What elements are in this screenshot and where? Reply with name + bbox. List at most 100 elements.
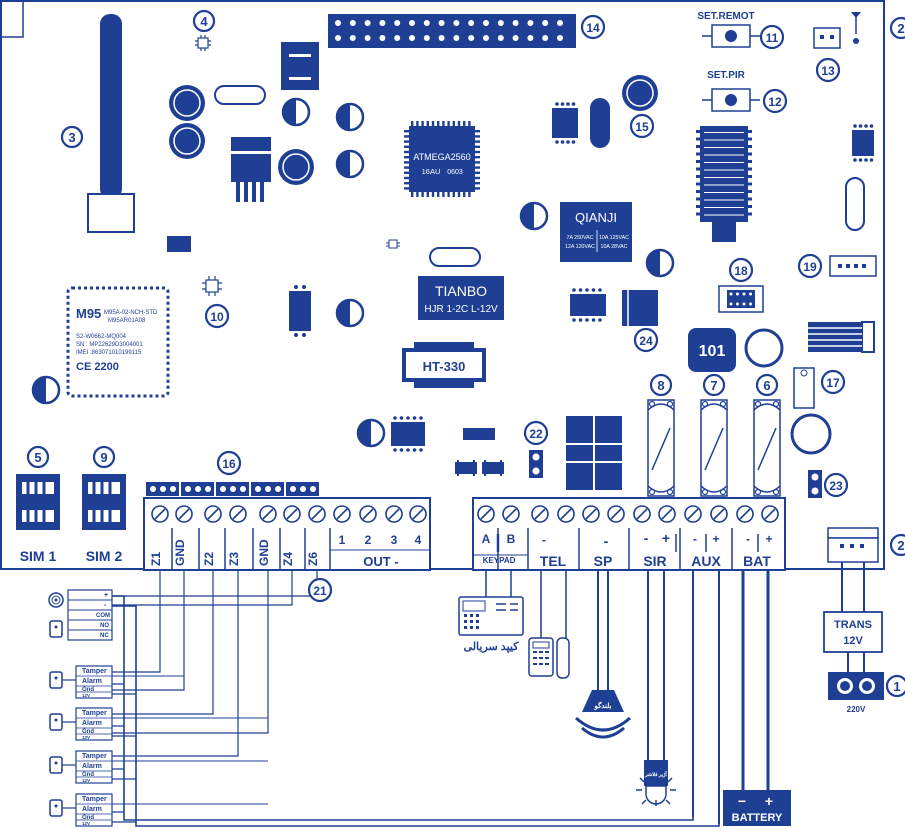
jumper-pin (150, 486, 156, 492)
ic-pin (571, 140, 576, 144)
mcu-label-2b: 0603 (447, 169, 463, 176)
ic-pin (742, 302, 746, 306)
svg-text:7: 7 (710, 378, 717, 393)
header-pin (542, 20, 549, 26)
module-101: 101 (688, 328, 736, 372)
jumper-23 (808, 470, 822, 498)
callout-21: 21 (307, 577, 333, 603)
wire-minus: - (104, 602, 107, 609)
terminal-screw-slot (362, 508, 374, 520)
header-pin (423, 35, 430, 41)
ic-pin (294, 285, 298, 289)
ic-pin (571, 102, 576, 106)
ic-pin (560, 102, 565, 106)
mcu-pin (468, 121, 471, 126)
term-sir-minus: - (644, 530, 649, 546)
terminal-screw-slot (412, 508, 424, 520)
term-sp-minus: - (604, 533, 609, 549)
mcu-pin (442, 192, 445, 197)
sim2-switch[interactable] (82, 474, 126, 530)
ic-pin (585, 288, 589, 292)
ic-stripe (704, 199, 744, 201)
opto-chip-left (289, 285, 311, 337)
header-pin (394, 35, 401, 41)
mcu-pin (426, 121, 429, 126)
set-remot-label: SET.REMOT (697, 11, 754, 22)
ic-pin (864, 158, 868, 162)
sim1-switch[interactable] (16, 474, 60, 530)
ic-pin (393, 416, 397, 420)
sensor-power-tap (112, 811, 136, 823)
ic-stripe (704, 177, 744, 178)
fuse-clip (666, 400, 674, 408)
ic-pin (696, 145, 700, 148)
svg-text:5: 5 (34, 450, 41, 465)
ic-pin (419, 448, 423, 452)
terminal-screw-slot (154, 508, 166, 520)
callouts: 1 2 2 3 4 5 6 7 8 9 10 11 12 13 14 15 16… (26, 9, 905, 698)
ic-pin (419, 416, 423, 420)
jumper-pin (275, 486, 281, 492)
ic-pin (302, 285, 306, 289)
terminal-screw-slot (207, 508, 219, 520)
mcu-pin (411, 192, 414, 197)
mcu-pin (411, 121, 414, 126)
gsm-model: M95 (76, 306, 101, 321)
sensor-terminal-label: Alarm (82, 678, 102, 685)
mcu-pin (404, 156, 409, 159)
terminal-block-peripherals (472, 497, 786, 571)
header-pin (453, 20, 460, 26)
svg-text:18: 18 (734, 264, 748, 278)
ic-pin (302, 333, 306, 337)
sensor-terminal-label: Alarm (82, 720, 102, 727)
ic-pin (598, 318, 602, 322)
mcu-pin (452, 121, 455, 126)
term-keypad-label: KEYPAD (483, 556, 516, 565)
callout-6: 6 (755, 373, 779, 397)
connector-19 (829, 255, 877, 277)
term-tel-minus: - (542, 533, 546, 547)
terminal-screw-slot (560, 508, 572, 520)
ic-pin (294, 333, 298, 337)
header-pin (394, 20, 401, 26)
mcu-pin (404, 130, 409, 133)
callout-18: 18 (728, 257, 754, 283)
ic-pin (399, 416, 404, 420)
ic-pin (555, 102, 559, 106)
svg-text:21: 21 (313, 584, 327, 598)
set-pir-button[interactable] (702, 88, 760, 112)
terminal-screw-slot (713, 508, 725, 520)
mcu-pin (426, 192, 429, 197)
svg-text:22: 22 (529, 427, 543, 441)
voltage-regulator (231, 137, 271, 202)
sensor-wire-block-lines (76, 717, 112, 735)
jumper-pin (240, 486, 246, 492)
svg-text:14: 14 (586, 21, 600, 35)
ic-pin (696, 212, 700, 216)
ic-pin (748, 212, 752, 216)
ic-pin (736, 302, 739, 306)
terminal-screw-slot (480, 508, 492, 520)
sim1-label: SIM 1 (20, 548, 57, 564)
fuse-clip (700, 403, 728, 493)
term-z2: Z2 (202, 552, 216, 566)
term-out4: 4 (415, 533, 422, 547)
jumper-pin (160, 486, 166, 492)
sensor-wire-block (75, 707, 113, 741)
gsm-line-b: M95AR01A08 (108, 318, 146, 324)
term-keypad-a: A (482, 532, 491, 546)
header-pin (364, 20, 371, 26)
ic-pin (598, 288, 602, 292)
term-z1: Z1 (149, 552, 163, 566)
gsm-ce: CE 2200 (76, 361, 119, 373)
terminal-screw-slot (232, 508, 244, 520)
mcu-label-1: ATMEGA2560 (413, 152, 470, 162)
sensor-wire-block (75, 793, 113, 827)
terminal-screw-slot (286, 508, 298, 520)
zone-wire (112, 570, 293, 606)
term-sir: SIR (643, 553, 666, 569)
mcu-pin (421, 192, 424, 197)
set-remot-button[interactable] (702, 24, 760, 48)
trans-label-2: 12V (843, 635, 863, 647)
sensor-terminal-label: 12V (82, 821, 90, 826)
